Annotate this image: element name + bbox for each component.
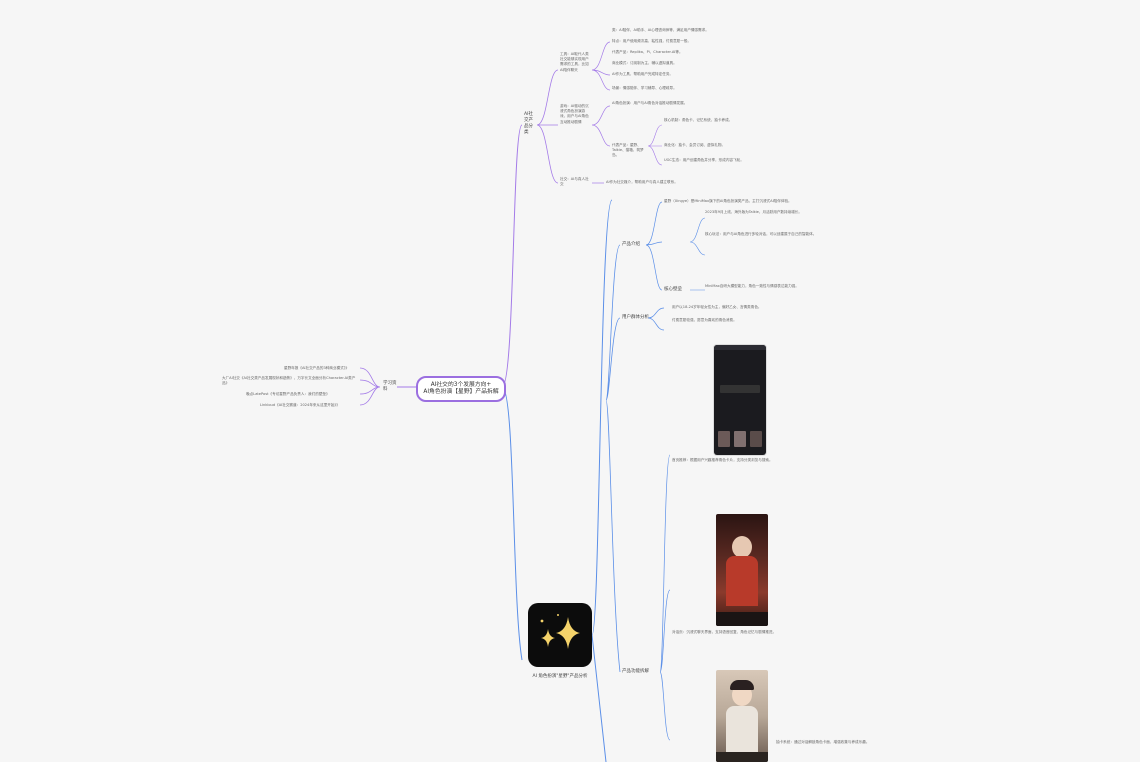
aisocial-leaf: AI作为社交媒介，帮助用户与真人建立联系。	[606, 180, 678, 184]
xingye-leaf: 用户以18-24岁年轻女性为主，偏好乙女、言情类角色。	[672, 305, 762, 309]
xingye-node[interactable]: AI 角色扮演"星野"产品分析	[532, 674, 588, 679]
connector-func-leaves	[659, 454, 671, 741]
aisocial-game-node[interactable]: 游戏：AI驱动的沉浸式角色扮演游戏，用户与AI角色互动推动剧情	[560, 104, 589, 124]
learning-node[interactable]: 学习资料	[383, 381, 397, 392]
aisocial-leaf: 商业化：抽卡、会员订阅、虚拟礼物。	[664, 143, 726, 147]
app-screenshot-chat	[716, 514, 768, 626]
aisocial-leaf: 代表产品：Replika、Pi、Character.AI等。	[612, 50, 683, 54]
aisocial-leaf: 核心机制：角色卡、记忆系统、抽卡养成。	[664, 118, 733, 122]
xingye-leaf: MiniMax自研大模型能力，角色一致性与情感表达能力强。	[705, 284, 799, 288]
xingye-leaf: 对话页：沉浸式聊天界面，支持语音回复、角色记忆与剧情推进。	[672, 630, 777, 634]
connector-game-sub	[647, 124, 663, 166]
aisocial-social-node[interactable]: 社交：AI与真人社交	[560, 177, 589, 187]
aisocial-leaf: 类：AI陪伴、AI助手、AI心理咨询师等，满足用户情感需求。	[612, 28, 709, 32]
xingye-leaf: 核心玩法：用户与AI角色进行多轮对话，可以创建属于自己的智能体。	[705, 232, 817, 236]
app-screenshot-character	[716, 670, 768, 762]
learning-item[interactable]: 星野年报《AI社交产品的3种商业模式》》	[284, 366, 350, 370]
xingye-leaf: 星野（Xingye）是MiniMax旗下的AI角色扮演类产品，主打沉浸式AI陪伴…	[664, 199, 792, 203]
learning-item[interactable]: 晚点LatePost《专访星野产品负责人：我们的壁垒》	[246, 392, 330, 396]
learning-item[interactable]: Linkloud《AI社交赛道：2024年来从这里开始》》	[260, 403, 340, 407]
xingye-leaf: 抽卡系统：通过对话解锁角色卡面，增强收集与养成乐趣。	[776, 740, 870, 744]
xingye-section-moat[interactable]: 核心壁垒	[664, 287, 682, 292]
root-title-line2: AI角色扮演【星野】产品拆解	[423, 389, 499, 395]
connector-root-xingye	[501, 386, 523, 661]
app-screenshot-home	[714, 345, 766, 455]
xingye-leaf: 付费意愿较强，愿意为喜欢的角色消费。	[672, 318, 737, 322]
aisocial-leaf: 商业模式：订阅制为主，辅以虚拟道具。	[612, 61, 677, 65]
xingye-section-users[interactable]: 用户群体分析	[622, 315, 649, 320]
connector-intro-leaves	[645, 201, 663, 291]
connector-aisocial-branches	[536, 69, 559, 184]
sparkle-icon	[528, 603, 592, 667]
connector-xingye-sections	[605, 244, 621, 673]
aisocial-leaf: AI角色扮演：用户与AI角色对话推动剧情发展。	[612, 101, 688, 105]
xingye-section-features[interactable]: 产品功能拆解	[622, 669, 649, 674]
xingye-leaf: 2023年9月上线，海外版为Talkie，月活跃用户数持续增长。	[705, 210, 802, 214]
connector-intro-sub	[689, 217, 706, 291]
connector-xingye-trunk	[591, 199, 613, 762]
connector-game-leaves	[591, 105, 611, 147]
root-title-line1: AI社交的3个发展方向+	[430, 382, 492, 388]
xingye-section-intro[interactable]: 产品介绍	[622, 242, 640, 247]
aisocial-leaf: 代表产品：星野、Talkie、猫箱、筑梦岛。	[612, 143, 644, 158]
learning-item[interactable]: 大厂AI社交《AI社交类产品发展现状和趋势》，万字长文全面分析Character…	[222, 376, 356, 386]
xingye-leaf: 首页推荐：根据用户兴趣推荐角色卡片，支持分类浏览与搜索。	[672, 458, 773, 462]
root-node[interactable]: AI社交的3个发展方向+ AI角色扮演【星野】产品拆解	[416, 376, 506, 402]
connector-tool-leaves	[591, 41, 611, 91]
connector-root-aisocial	[501, 124, 523, 388]
connector-learning-items	[359, 367, 381, 406]
aisocial-leaf: AI作为工具，帮助用户完成特定任务。	[612, 72, 674, 76]
aisocial-leaf: UGC生态：用户创建角色并分享，形成内容飞轮。	[664, 158, 744, 162]
aisocial-leaf: 特点：用户使用频次高、粘性强，付费意愿一般。	[612, 39, 692, 43]
aisocial-node[interactable]: AI社交产品分类	[524, 112, 533, 135]
connector-user-leaves	[647, 307, 665, 331]
aisocial-tool-node[interactable]: 工具：AI取代人类社交能够实现用户需求的工具，比如AI陪伴聊天	[560, 52, 589, 72]
aisocial-leaf: 场景：情感陪伴、学习辅导、心理疏导。	[612, 86, 677, 90]
